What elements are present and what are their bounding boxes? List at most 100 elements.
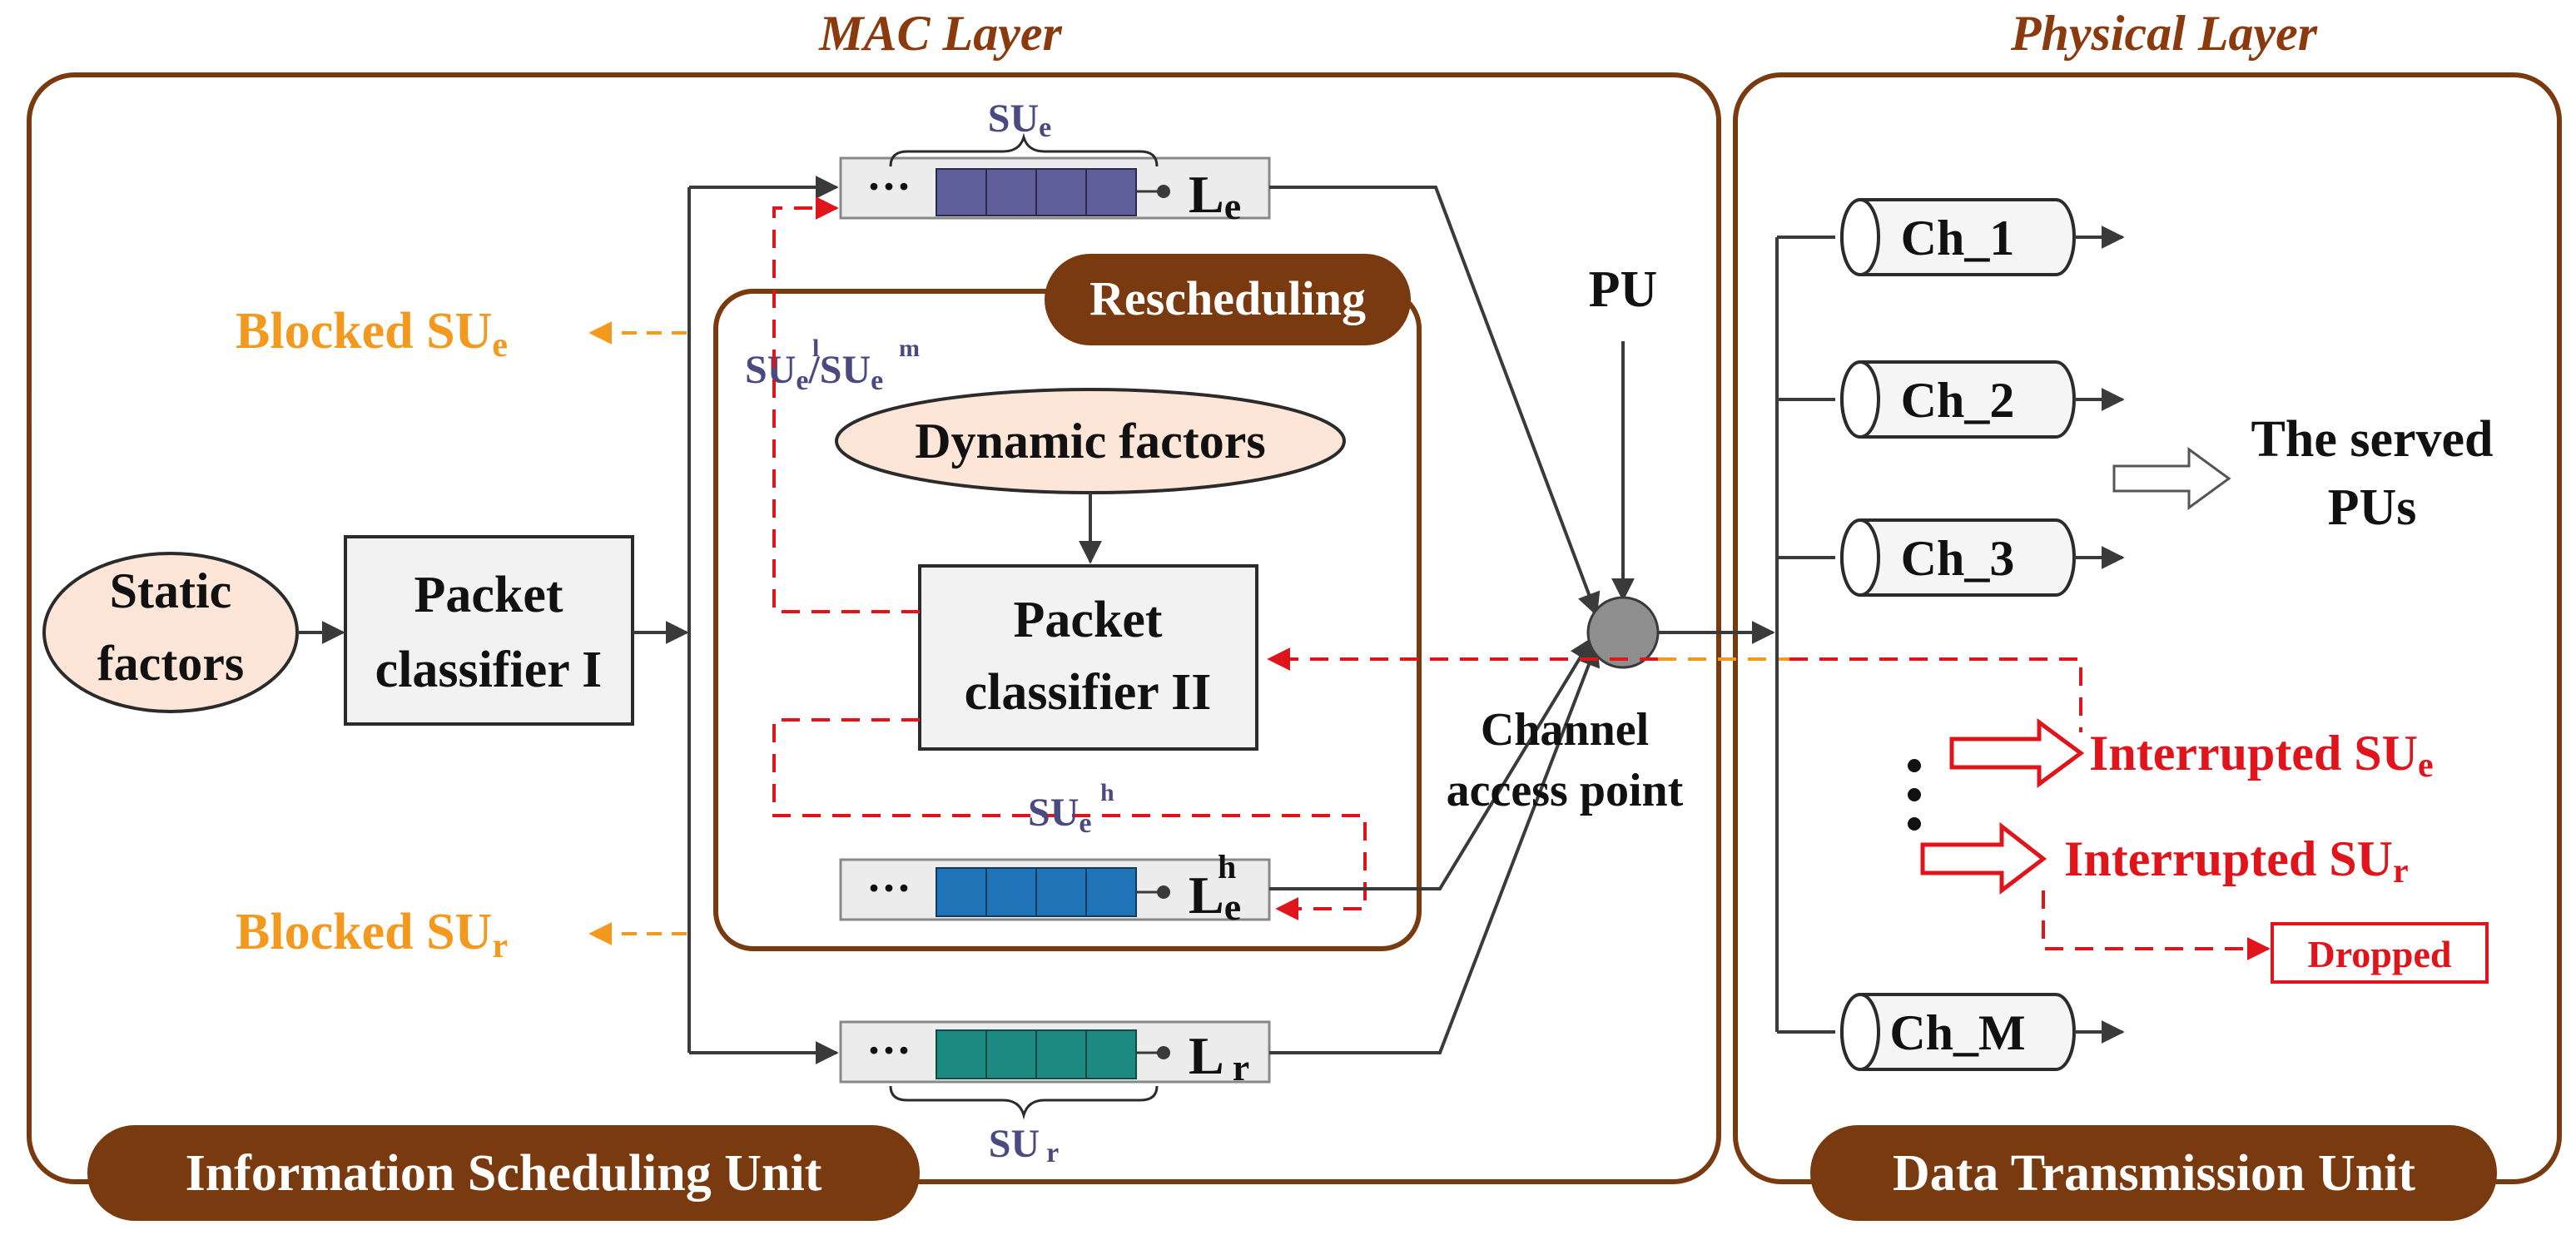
blocked-sr-sub: r — [492, 927, 508, 965]
classifier-1-line1: Packet — [414, 567, 563, 623]
svg-text:SUr: SUr — [989, 1122, 1059, 1168]
queue-leh-sup: h — [1218, 848, 1236, 885]
arrow-interrupted-se — [1949, 718, 2085, 788]
blocked-se-main: Blocked SU — [236, 303, 492, 360]
se-brace-label: SU — [988, 97, 1039, 141]
svg-text:SUe/SUe: SUe/SUe — [745, 348, 883, 396]
link-le-to-cap — [1269, 186, 1601, 617]
served-line2: PUs — [2328, 479, 2417, 536]
cap-label-line1: Channel — [1481, 704, 1649, 756]
route-interrupt — [1789, 657, 2082, 732]
queue-leh: ··· Le h — [839, 848, 1271, 928]
blocked-se-sub: e — [492, 326, 508, 365]
se-lm-slash: /SU — [807, 348, 871, 392]
rescheduling-text: Rescheduling — [1089, 271, 1366, 325]
queue-lr-cells — [936, 1029, 1137, 1079]
rescheduling-label: Rescheduling — [1045, 254, 1411, 345]
interrupted-se: Interrupted SUe — [2089, 726, 2434, 785]
arrow-interrupted-sr — [1920, 821, 2047, 895]
packet-classifier-2: Packet classifier II — [918, 564, 1258, 751]
se-lm-label: SUe/SUe l m — [745, 335, 920, 396]
svg-text:Le: Le — [1189, 865, 1241, 928]
blocked-sr: Blocked SUr — [236, 904, 508, 965]
svg-text:Interrupted SUr: Interrupted SUr — [2064, 831, 2409, 890]
queue-lr-sub: r — [1233, 1046, 1249, 1089]
svg-text:Interrupted SUe: Interrupted SUe — [2089, 726, 2434, 785]
se-lm-sup1: l — [812, 335, 819, 362]
channel-m: Ch_M — [1777, 993, 2125, 1071]
route-drop — [2042, 890, 2271, 960]
dynamic-factors: Dynamic factors — [835, 388, 1346, 494]
interrupted-sr: Interrupted SUr — [2064, 831, 2409, 890]
channel-1: Ch_1 — [1777, 198, 2125, 276]
queue-lr-label: L — [1189, 1026, 1224, 1085]
link-lr-to-cap — [1269, 642, 1601, 1054]
se-h-sup: h — [1100, 779, 1114, 806]
sr-brace-sub: r — [1046, 1138, 1059, 1168]
static-factors: Static factors — [42, 552, 299, 713]
queue-le: ··· Le — [839, 156, 1271, 227]
isu-text: Information Scheduling Unit — [186, 1145, 822, 1202]
sr-brace-label: SU — [989, 1122, 1040, 1166]
static-factors-line1: Static — [110, 563, 232, 618]
dynamic-factors-text: Dynamic factors — [915, 414, 1266, 469]
route-c2-to-le — [772, 196, 920, 613]
svg-text:SUe: SUe — [988, 97, 1051, 143]
blocked-se: Blocked SUe — [236, 303, 508, 365]
cap-label-line2: access point — [1447, 765, 1684, 816]
classifier-2-line2: classifier II — [965, 664, 1212, 721]
channel-3: Ch_3 — [1777, 518, 2125, 597]
channel-2-label: Ch_2 — [1901, 373, 2015, 428]
interrupted-se-main: Interrupted SU — [2089, 726, 2418, 781]
svg-text:Blocked SUr: Blocked SUr — [236, 904, 508, 965]
se-h-main: SU — [1028, 791, 1079, 835]
channel-access-point — [1586, 596, 1660, 669]
physical-layer-title: Physical Layer — [2010, 6, 2318, 61]
isu-label: Information Scheduling Unit — [87, 1125, 920, 1221]
svg-text:Le: Le — [1189, 165, 1241, 227]
se-lm-sub2: e — [871, 365, 883, 396]
channel-3-label: Ch_3 — [1901, 531, 2015, 586]
se-h-label: SUe h — [1028, 779, 1114, 839]
se-lm-sub1: e — [796, 365, 808, 396]
interrupted-sr-main: Interrupted SU — [2064, 831, 2393, 886]
queue-le-cells — [936, 168, 1137, 216]
se-lm-main1: SU — [745, 348, 796, 392]
dtu-text: Data Transmission Unit — [1893, 1145, 2415, 1202]
queue-leh-cells — [936, 867, 1137, 917]
svg-text:Lr: Lr — [1189, 1026, 1249, 1089]
channel-ellipsis — [1908, 759, 1921, 831]
channel-m-label: Ch_M — [1889, 1005, 2025, 1060]
interrupted-se-sub: e — [2418, 746, 2434, 785]
packet-classifier-1: Packet classifier I — [344, 535, 634, 726]
served-arrow — [2112, 447, 2231, 510]
queue-leh-sub: e — [1224, 885, 1241, 928]
pu-label: PU — [1589, 261, 1658, 318]
svg-text:Blocked SUe: Blocked SUe — [236, 303, 508, 365]
dropped-box: Dropped — [2271, 922, 2489, 984]
interrupted-sr-sub: r — [2393, 852, 2409, 890]
queue-leh-label: L — [1189, 865, 1224, 925]
queue-leh-dots: ··· — [866, 863, 911, 913]
svg-text:SUe: SUe — [1028, 791, 1091, 839]
route-c2-to-leh — [772, 718, 1367, 920]
mac-layer-title: MAC Layer — [818, 6, 1062, 61]
blocked-sr-main: Blocked SU — [236, 904, 492, 960]
channel-2: Ch_2 — [1777, 360, 2125, 439]
queue-lr-dots: ··· — [866, 1025, 911, 1075]
dropped-text: Dropped — [2308, 933, 2452, 975]
queue-le-label: L — [1189, 165, 1224, 224]
queue-le-sub: e — [1224, 185, 1241, 227]
se-brace-sub: e — [1039, 112, 1051, 143]
dtu-label: Data Transmission Unit — [1810, 1125, 2497, 1221]
static-factors-line2: factors — [97, 636, 245, 691]
se-h-sub: e — [1079, 808, 1091, 839]
channel-1-label: Ch_1 — [1901, 211, 2015, 265]
served-line1: The served — [2251, 411, 2493, 468]
queue-le-dots: ··· — [866, 161, 911, 211]
link-leh-to-cap — [1269, 637, 1593, 890]
se-brace: SUe — [889, 97, 1159, 167]
